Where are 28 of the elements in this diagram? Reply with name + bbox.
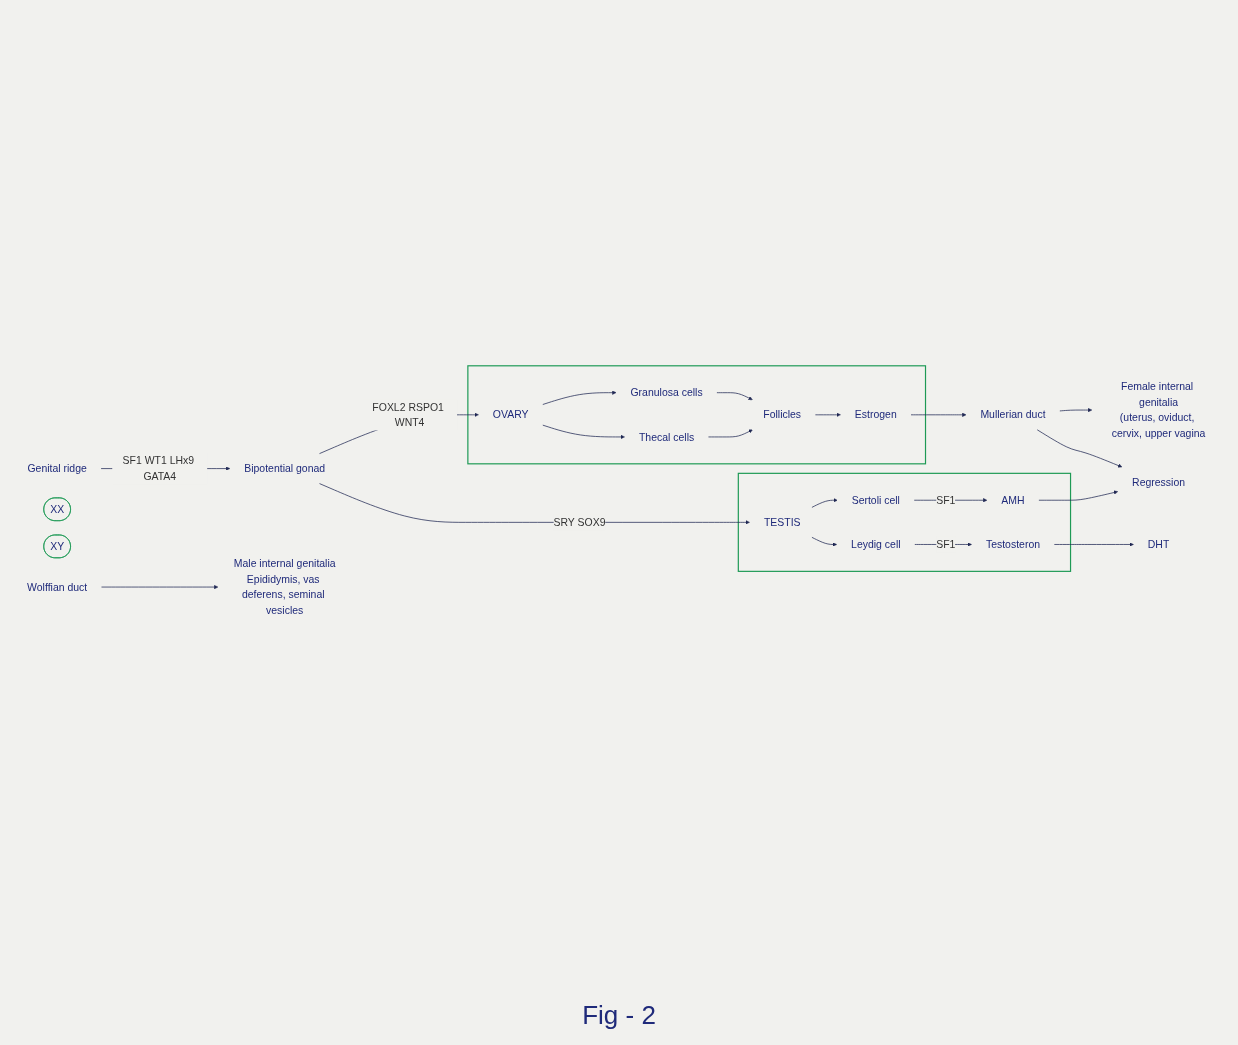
node-text: XY	[50, 540, 65, 553]
node-text: Bipotential gonad	[244, 462, 326, 475]
node-text: Leydig cell	[851, 538, 901, 551]
node-text: Mullerian duct	[980, 409, 1046, 422]
edge-label: SRY SOX9	[553, 516, 606, 529]
edge-label: SF1	[936, 538, 956, 551]
edge-label: FOXL2 RSPO1 WNT4	[372, 401, 444, 429]
node-text: Genital ridge	[27, 462, 87, 475]
node-text: Sertoli cell	[851, 494, 900, 507]
cluster	[737, 473, 1072, 573]
node-text: Wolffian duct	[27, 581, 88, 594]
node-text: Estrogen	[854, 409, 897, 422]
node-text: TESTIS	[763, 516, 801, 529]
node-text: OVARY	[492, 409, 529, 422]
node-text: Testosteron	[985, 538, 1041, 551]
cluster	[467, 365, 927, 465]
edge-label: SF1 WT1 LHx9 GATA4	[122, 455, 195, 483]
edge-label: SF1	[936, 494, 956, 507]
node-text: Thecal cells	[638, 431, 695, 444]
node-text: Regression	[1132, 476, 1186, 489]
node-text: Granulosa cells	[630, 387, 703, 399]
node-text: Follicles	[763, 409, 802, 422]
node-text: Male internal genitalia Epididymis, vas deferens, seminal vesicles	[233, 557, 336, 617]
node-text: DHT	[1147, 538, 1170, 551]
figure-caption: Fig - 2	[582, 1000, 656, 1031]
node-text: XX	[50, 503, 65, 516]
node-text: AMH	[1001, 494, 1025, 507]
node-text: Female internal genitalia (uterus, oviduct, cervix, upper vagina	[1111, 380, 1206, 440]
